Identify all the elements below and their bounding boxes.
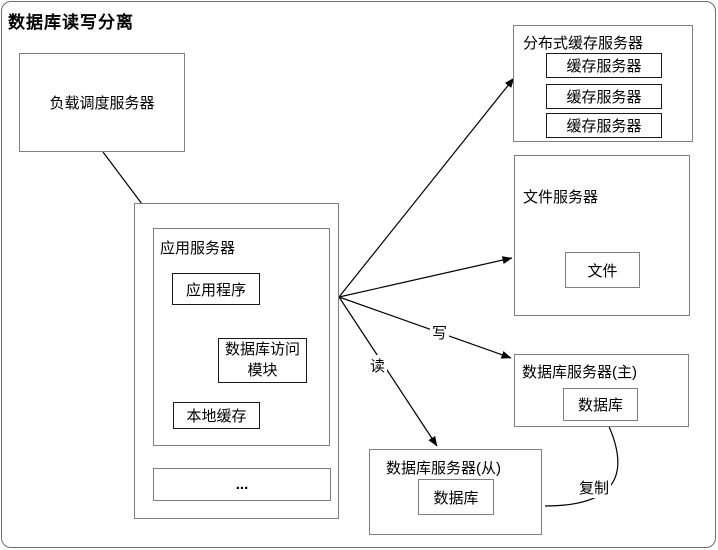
node-cache-server-3: 缓存服务器 — [546, 113, 662, 138]
node-file-label: 文件 — [587, 262, 618, 280]
node-app-program: 应用程序 — [172, 273, 260, 305]
edge-app-to-cache — [338, 77, 515, 298]
node-db-slave-database-label: 数据库 — [433, 489, 479, 507]
node-file-server: 文件服务器 — [514, 155, 690, 316]
node-local-cache-label: 本地缓存 — [186, 408, 247, 425]
edge-label-replicate: 复制 — [577, 477, 612, 498]
node-app-ellipsis: ... — [153, 468, 331, 501]
edge-app-to-file — [338, 256, 513, 298]
node-cache-server-3-label: 缓存服务器 — [566, 118, 642, 135]
node-app-ellipsis-label: ... — [235, 476, 249, 493]
node-db-master-database-label: 数据库 — [577, 397, 623, 414]
node-load-balancer-label: 负载调度服务器 — [49, 95, 155, 112]
edge-app-to-master — [338, 296, 512, 359]
node-app-server-label: 应用服务器 — [160, 240, 236, 257]
edge-app-to-slave — [338, 296, 438, 447]
node-file-server-label: 文件服务器 — [523, 189, 599, 206]
node-db-slave-label: 数据库服务器(从) — [386, 460, 501, 477]
node-file: 文件 — [565, 252, 640, 288]
node-app-program-label: 应用程序 — [185, 281, 246, 299]
node-db-access-line2: 模块 — [247, 361, 278, 379]
diagram-title: 数据库读写分离 — [8, 13, 134, 33]
node-db-slave-database: 数据库 — [418, 479, 494, 515]
node-db-access-line1: 数据库访问 — [224, 341, 300, 359]
node-load-balancer: 负载调度服务器 — [19, 53, 185, 152]
node-db-master-label: 数据库服务器(主) — [522, 364, 637, 381]
edge-label-write: 写 — [430, 322, 450, 343]
node-cache-server-1: 缓存服务器 — [546, 53, 662, 78]
node-cache-server-1-label: 缓存服务器 — [566, 58, 642, 75]
node-local-cache: 本地缓存 — [173, 402, 260, 429]
node-cache-server-2-label: 缓存服务器 — [566, 89, 642, 106]
node-db-master-database: 数据库 — [563, 388, 638, 421]
node-db-access-module: 数据库访问 模块 — [218, 338, 307, 383]
edge-label-read: 读 — [368, 355, 388, 376]
node-cache-cluster-label: 分布式缓存服务器 — [523, 35, 644, 52]
node-cache-server-2: 缓存服务器 — [546, 84, 662, 109]
